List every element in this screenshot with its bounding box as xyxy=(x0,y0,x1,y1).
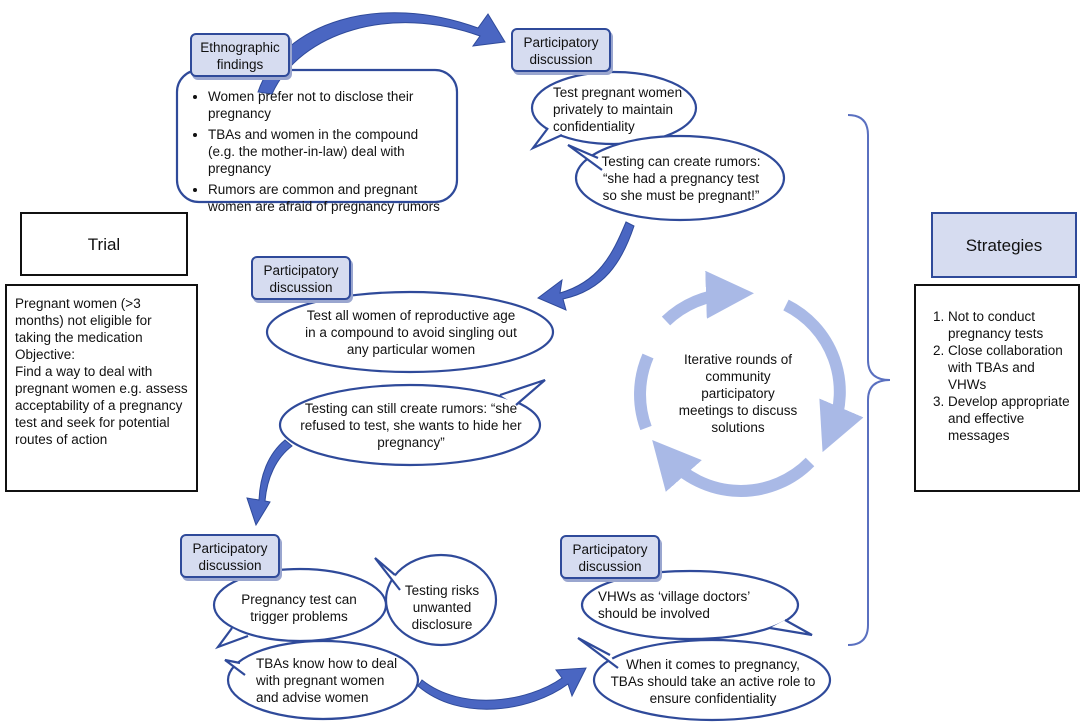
discussion-3-bubble-2: Testing risks unwanted disclosure xyxy=(404,583,480,632)
strategies-title: Strategies xyxy=(965,236,1043,255)
strategy-item: Not to conduct pregnancy tests xyxy=(948,308,1076,342)
finding-item: Women prefer not to disclose their pregn… xyxy=(208,88,448,122)
strategies-brace xyxy=(847,114,891,646)
arrow-d3-to-d4 xyxy=(417,667,587,710)
discussion-3-bubble-1: Pregnancy test can trigger problems xyxy=(241,592,357,624)
trial-objective-text: Find a way to deal with pregnant women e… xyxy=(15,364,188,447)
discussion-1-bubble-2: Testing can create rumors: “she had a pr… xyxy=(601,154,761,203)
trial-detail-box: Pregnant women (>3 months) not eligible … xyxy=(5,284,198,492)
cycle-text: Iterative rounds of community participat… xyxy=(678,352,798,435)
finding-item: TBAs and women in the compound (e.g. the… xyxy=(208,126,448,177)
cycle-arrows xyxy=(634,270,864,497)
ethnographic-findings: Women prefer not to disclose their pregn… xyxy=(188,88,448,219)
discussion-2-bubble-1: Test all women of reproductive age in a … xyxy=(305,308,517,357)
discussion-2-tag: Participatory discussion xyxy=(251,256,351,300)
arrow-d2-to-d3 xyxy=(246,439,293,527)
discussion-3-tag: Participatory discussion xyxy=(180,534,280,578)
discussion-4-bubble-1: VHWs as ‘village doctors’ should be invo… xyxy=(598,589,750,621)
bubble-d3-3 xyxy=(224,639,420,721)
bubble-d4-1 xyxy=(580,569,813,641)
strategy-item: Close collaboration with TBAs and VHWs xyxy=(948,342,1076,393)
arrow-ethno-to-d1 xyxy=(257,12,506,95)
discussion-2-bubble-2: Testing can still create rumors: “she re… xyxy=(300,401,522,450)
bubble-d1-1 xyxy=(529,70,698,151)
arrow-d1-to-d2 xyxy=(537,221,635,311)
bubble-d1-2 xyxy=(567,134,786,222)
discussion-1-bubble-1: Test pregnant women privately to maintai… xyxy=(553,85,683,134)
ethnographic-tag: Ethnographic findings xyxy=(190,33,290,77)
trial-title: Trial xyxy=(87,235,121,254)
bubble-d2-1 xyxy=(265,290,555,374)
strategies-title-box: Strategies xyxy=(931,212,1077,278)
bubble-d4-2 xyxy=(577,637,832,722)
discussion-1-tag: Participatory discussion xyxy=(511,28,611,72)
bubble-d2-2 xyxy=(278,378,546,467)
strategies-detail-box: Not to conduct pregnancy tests Close col… xyxy=(914,284,1080,492)
strategies-list: Not to conduct pregnancy tests Close col… xyxy=(920,308,1076,444)
discussion-4-bubble-2: When it comes to pregnancy, TBAs should … xyxy=(610,657,816,706)
ethnographic-box xyxy=(175,68,459,204)
bubble-d3-2 xyxy=(374,553,498,647)
trial-objective-label: Objective: xyxy=(15,347,76,362)
discussion-3-bubble-3: TBAs know how to deal with pregnant wome… xyxy=(256,656,398,705)
finding-item: Rumors are common and pregnant women are… xyxy=(208,181,448,215)
trial-eligibility: Pregnant women (>3 months) not eligible … xyxy=(15,296,152,345)
discussion-4-tag: Participatory discussion xyxy=(560,535,660,579)
strategy-item: Develop appropriate and effective messag… xyxy=(948,393,1076,444)
trial-title-box: Trial xyxy=(20,212,188,276)
